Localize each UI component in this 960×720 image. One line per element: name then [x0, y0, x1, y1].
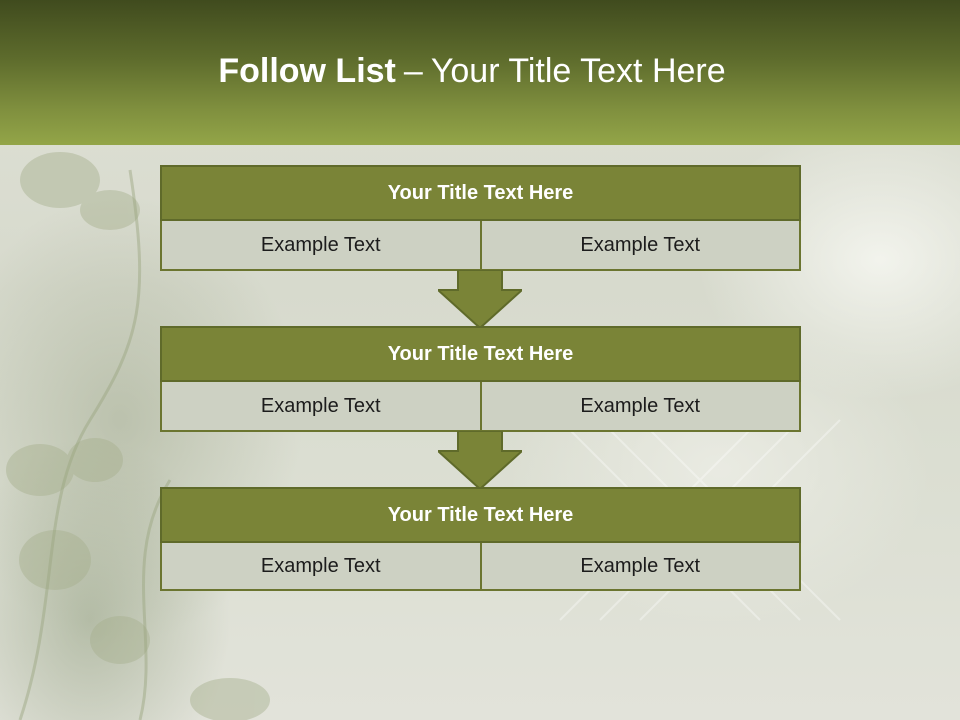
block-row: Example Text Example Text: [160, 543, 801, 591]
block-title: Your Title Text Here: [160, 165, 801, 221]
title-separator: –: [403, 52, 423, 90]
block-row: Example Text Example Text: [160, 221, 801, 271]
block-cell-left: Example Text: [160, 543, 482, 591]
block-cell-right: Example Text: [481, 221, 801, 271]
block-cell-right: Example Text: [481, 543, 801, 591]
down-arrow-icon: [438, 270, 522, 328]
list-block-3: Your Title Text Here Example Text Exampl…: [160, 487, 801, 591]
title-bar: [0, 0, 960, 145]
list-block-2: Your Title Text Here Example Text Exampl…: [160, 326, 801, 432]
block-cell-left: Example Text: [160, 221, 482, 271]
list-block-1: Your Title Text Here Example Text Exampl…: [160, 165, 801, 271]
block-title: Your Title Text Here: [160, 487, 801, 543]
title-rest: Your Title Text Here: [430, 52, 726, 90]
block-row: Example Text Example Text: [160, 382, 801, 432]
block-cell-left: Example Text: [160, 382, 482, 432]
block-cell-right: Example Text: [481, 382, 801, 432]
down-arrow-icon: [438, 431, 522, 489]
page-title: Follow List–Your Title Text Here: [0, 52, 944, 91]
title-bold: Follow List: [218, 52, 396, 90]
block-title: Your Title Text Here: [160, 326, 801, 382]
